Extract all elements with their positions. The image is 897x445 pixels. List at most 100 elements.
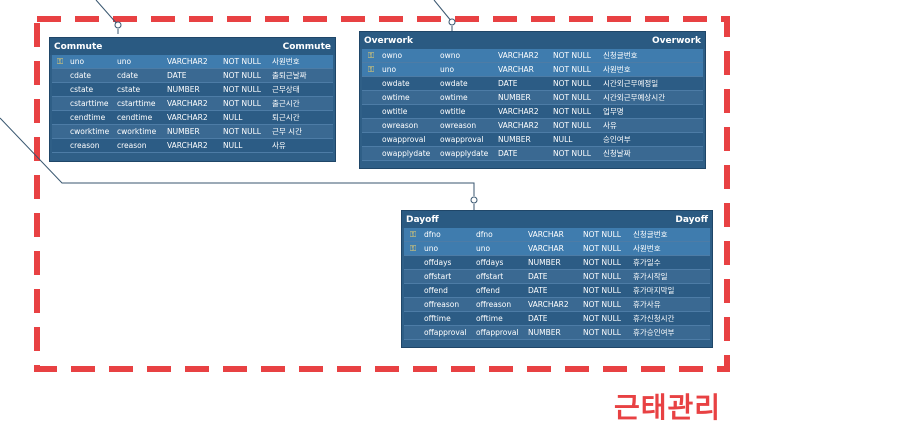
table-row: cdate cdate DATE NOT NULL 출퇴근날짜 [52,68,333,83]
column-name: cdate [68,68,115,83]
key-cell [52,68,68,83]
entity-dayoff[interactable]: Dayoff Dayoff ⚿ dfno dfno VARCHAR NOT NU… [401,210,713,348]
column-type: VARCHAR [496,62,551,77]
column-comment: 출퇴근날짜 [270,68,333,83]
column-alias: owno [438,49,496,63]
column-type: VARCHAR [526,228,581,242]
column-comment: 신청날짜 [601,146,703,161]
column-name: dfno [422,228,474,242]
key-icon: ⚿ [409,229,417,239]
key-cell [404,255,422,270]
column-comment: 휴가마지막일 [631,283,710,298]
table-row: offreason offreason VARCHAR2 NOT NULL 휴가… [404,297,710,312]
column-nullability: NOT NULL [221,96,270,111]
column-nullability: NOT NULL [551,146,601,161]
column-type: NUMBER [496,90,551,105]
entity-commute[interactable]: Commute Commute ⚿ uno uno VARCHAR2 NOT N… [49,37,336,162]
key-cell [404,297,422,312]
column-alias: owtitle [438,104,496,119]
table-row: owtime owtime NUMBER NOT NULL 시간외근무예상시간 [362,90,703,105]
table-row: ⚿ owno owno VARCHAR2 NOT NULL 신청글번호 [362,49,703,63]
column-comment: 사유 [601,118,703,133]
column-comment: 시간외근무예정일 [601,76,703,91]
connector-end-dayoff [470,196,478,204]
section-label: 근태관리 [614,391,722,424]
column-name: owapplydate [380,146,438,161]
column-alias: cdate [115,68,165,83]
entity-title-right: Overwork [652,35,701,46]
column-nullability: NOT NULL [581,228,631,242]
column-alias: uno [474,241,526,256]
column-alias: owapplydate [438,146,496,161]
table-row: offtime offtime DATE NOT NULL 휴가신청시간 [404,311,710,326]
column-alias: owreason [438,118,496,133]
key-cell [52,96,68,111]
column-nullability: NOT NULL [581,269,631,284]
entity-table-commute: ⚿ uno uno VARCHAR2 NOT NULL 사원번호 cdate c… [52,55,333,153]
column-type: DATE [526,283,581,298]
column-nullability: NOT NULL [581,311,631,326]
column-name: uno [68,55,115,69]
key-cell [404,269,422,284]
table-row: creason creason VARCHAR2 NULL 사유 [52,138,333,153]
column-alias: cstarttime [115,96,165,111]
column-nullability: NOT NULL [551,49,601,63]
column-type: DATE [165,68,221,83]
column-type: VARCHAR2 [165,138,221,153]
column-name: cstarttime [68,96,115,111]
column-comment: 휴가신청시간 [631,311,710,326]
key-cell [362,104,380,119]
column-nullability: NOT NULL [581,283,631,298]
column-comment: 휴가사유 [631,297,710,312]
key-cell [52,110,68,125]
column-nullability: NOT NULL [551,76,601,91]
column-comment: 승인여부 [601,132,703,147]
column-nullability: NOT NULL [221,124,270,139]
key-cell: ⚿ [52,55,68,69]
table-row: offdays offdays NUMBER NOT NULL 휴가일수 [404,255,710,270]
connector-line-commute [95,0,119,26]
column-name: offdays [422,255,474,270]
column-comment: 근무 시간 [270,124,333,139]
key-cell [52,82,68,97]
column-name: offstart [422,269,474,284]
column-type: VARCHAR [526,241,581,256]
column-comment: 사유 [270,138,333,153]
column-alias: owtime [438,90,496,105]
key-icon: ⚿ [409,243,417,253]
column-comment: 사원번호 [631,241,710,256]
column-alias: owapproval [438,132,496,147]
column-nullability: NOT NULL [551,118,601,133]
entity-overwork[interactable]: Overwork Overwork ⚿ owno owno VARCHAR2 N… [359,31,706,169]
table-row: ⚿ uno uno VARCHAR NOT NULL 사원번호 [362,62,703,77]
column-name: uno [380,62,438,77]
table-row: offend offend DATE NOT NULL 휴가마지막일 [404,283,710,298]
column-alias: offreason [474,297,526,312]
entity-title-left: Dayoff [406,214,439,225]
table-row: ⚿ dfno dfno VARCHAR NOT NULL 신청글번호 [404,228,710,242]
table-row: cworktime cworktime NUMBER NOT NULL 근무 시… [52,124,333,139]
entity-title-right: Commute [282,41,331,52]
entity-title-left: Commute [54,41,103,52]
entity-table-dayoff: ⚿ dfno dfno VARCHAR NOT NULL 신청글번호 ⚿ uno… [404,228,710,340]
column-type: VARCHAR2 [496,49,551,63]
column-nullability: NOT NULL [581,325,631,340]
key-icon: ⚿ [367,64,375,74]
column-type: DATE [526,269,581,284]
table-row: offapproval offapproval NUMBER NOT NULL … [404,325,710,340]
column-type: NUMBER [165,124,221,139]
column-alias: offapproval [474,325,526,340]
entity-header-dayoff: Dayoff Dayoff [402,211,712,228]
column-type: VARCHAR2 [165,110,221,125]
column-comment: 시간외근무예상시간 [601,90,703,105]
column-comment: 사원번호 [601,62,703,77]
key-cell [362,146,380,161]
column-type: NUMBER [165,82,221,97]
column-comment: 휴가승인여부 [631,325,710,340]
column-alias: owdate [438,76,496,91]
table-row: ⚿ uno uno VARCHAR NOT NULL 사원번호 [404,241,710,256]
key-cell [404,325,422,340]
table-row: owtitle owtitle VARCHAR2 NOT NULL 업무명 [362,104,703,119]
column-name: uno [422,241,474,256]
